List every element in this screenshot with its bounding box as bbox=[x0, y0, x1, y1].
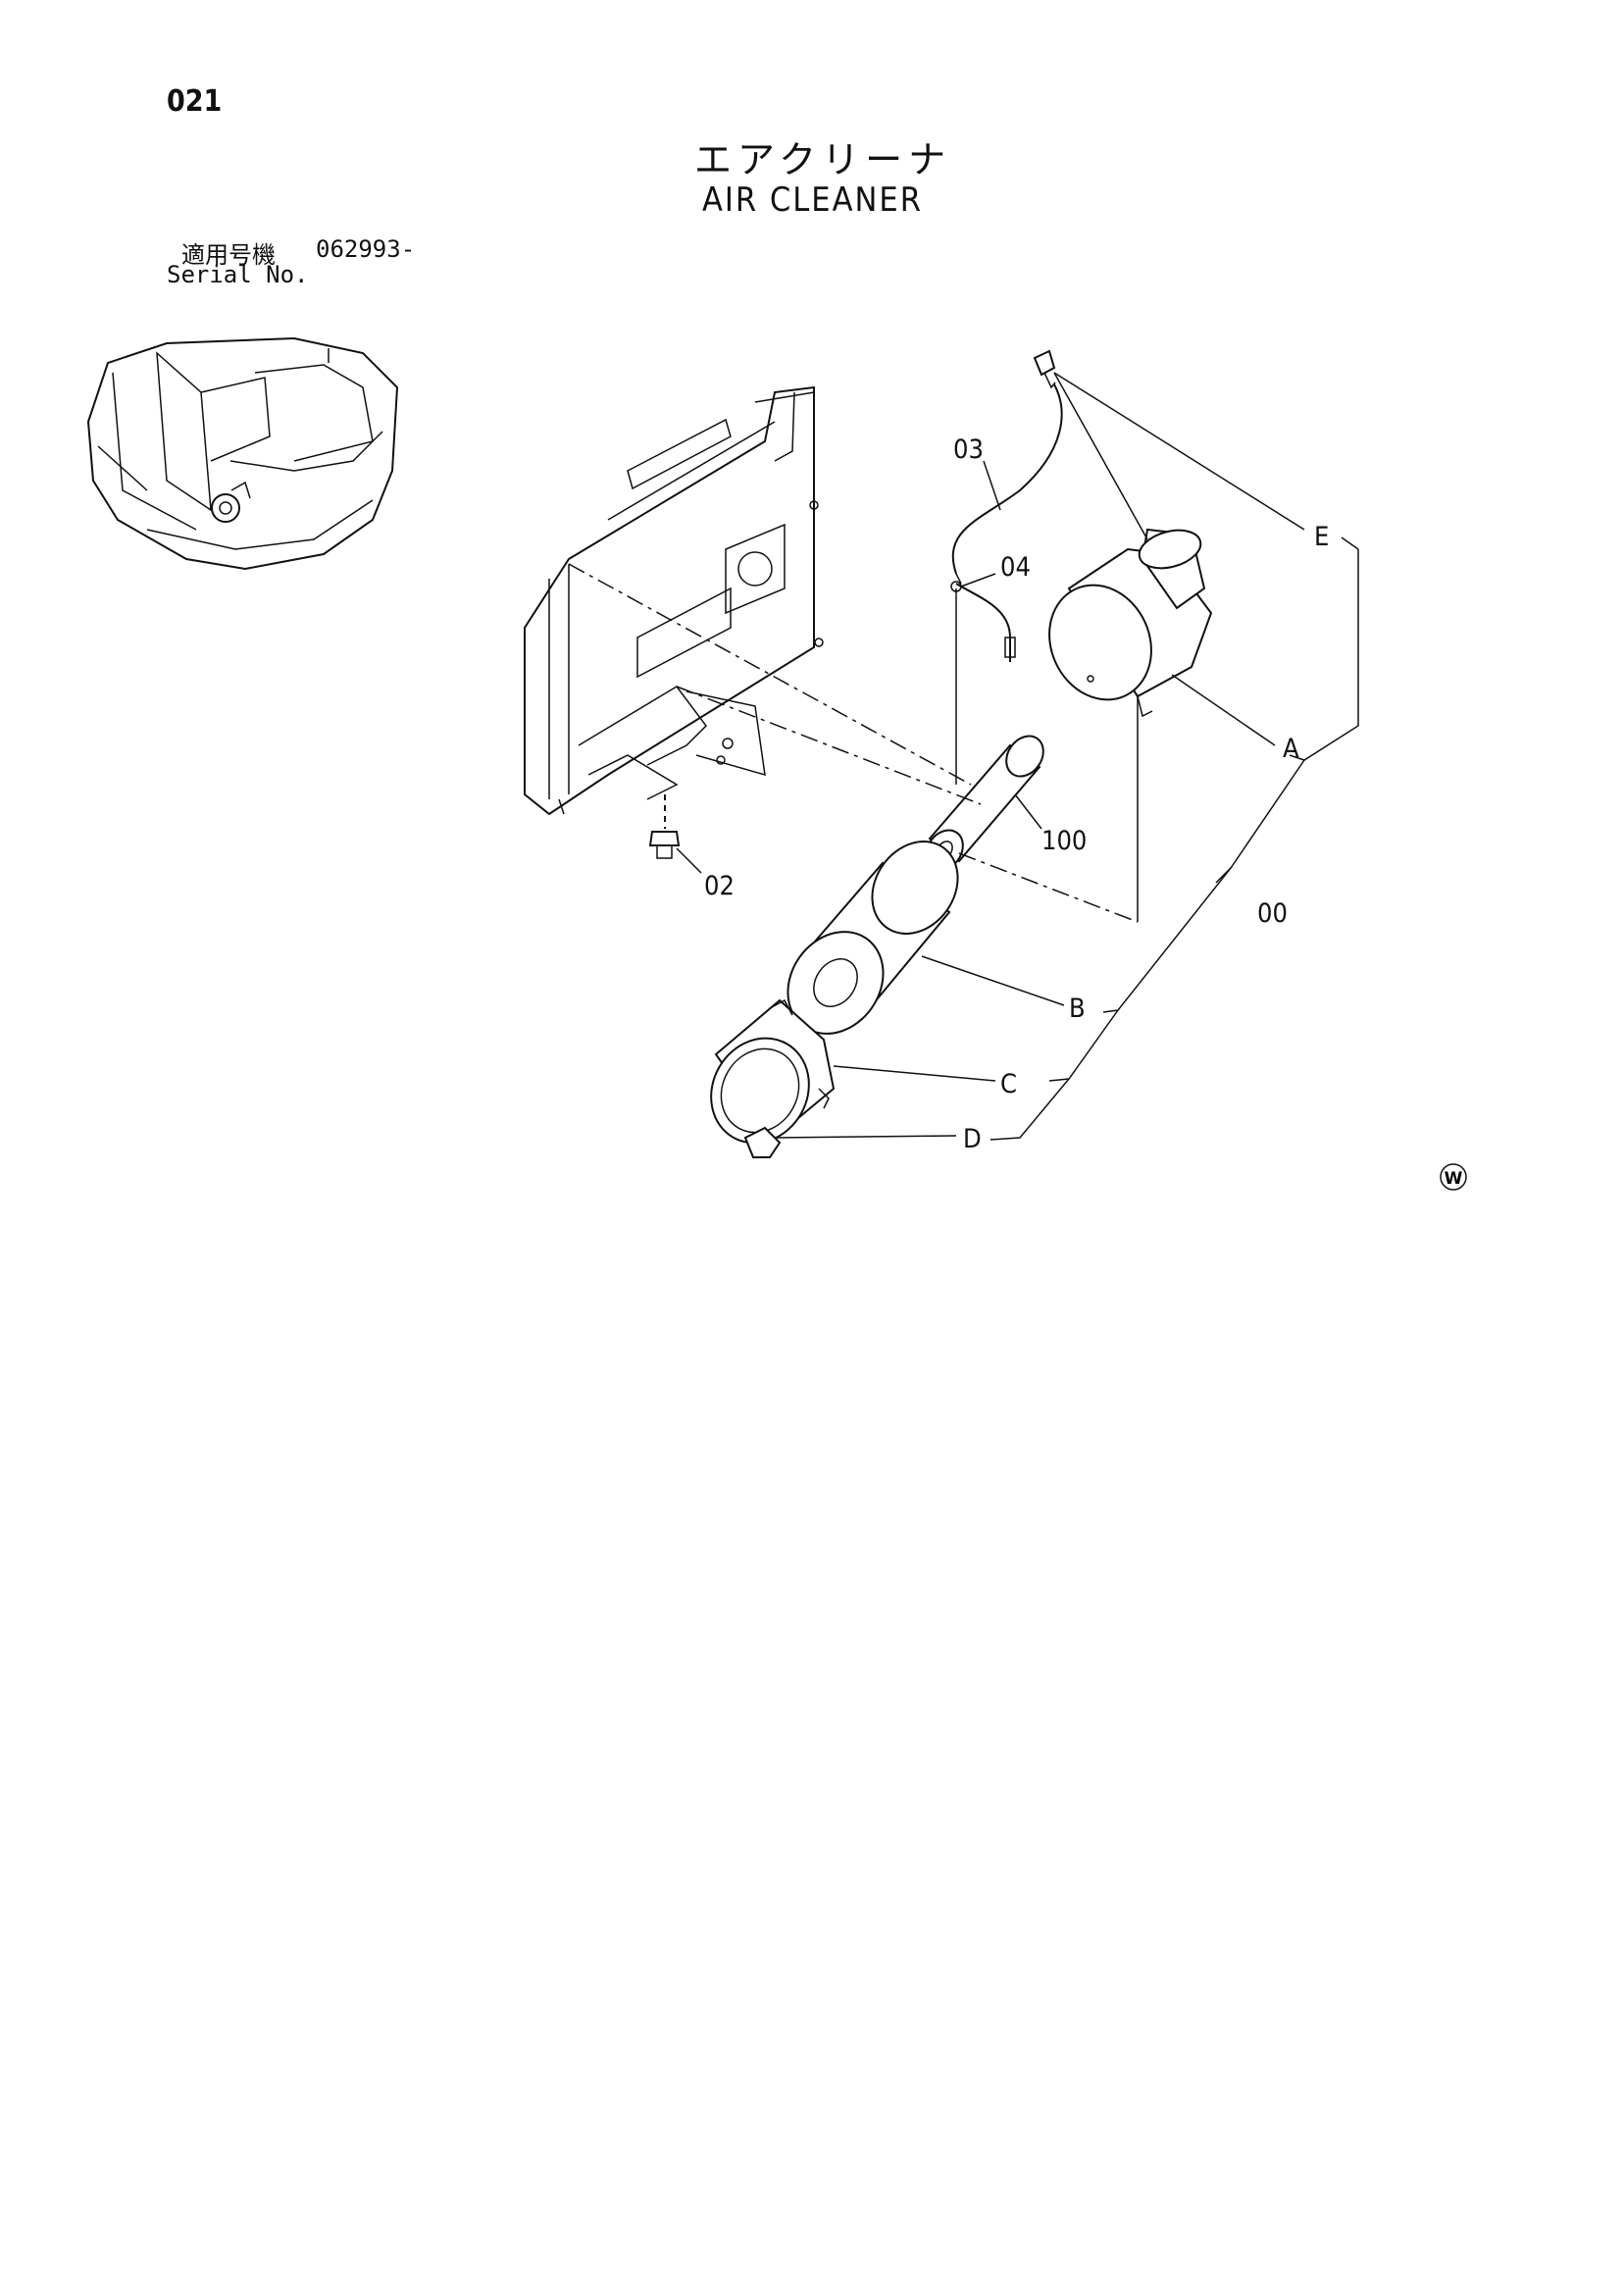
dust-indicator-part-03 bbox=[951, 349, 1063, 585]
mounting-bracket-panel bbox=[524, 385, 824, 816]
title-japanese: エアクリーナ bbox=[694, 138, 952, 181]
callout-00: 00 bbox=[1257, 898, 1288, 929]
serial-value: 062993- bbox=[316, 235, 416, 263]
serial-label-japanese: 適用号機 bbox=[181, 241, 276, 269]
callout-02: 02 bbox=[704, 871, 735, 901]
reference-lines bbox=[568, 563, 1139, 923]
cover-part-c bbox=[710, 998, 836, 1145]
excavator-locator-illustration bbox=[86, 336, 399, 571]
callout-labels: 02 03 04 100 00 A B C D E bbox=[704, 434, 1329, 1154]
serial-label-english: Serial No. bbox=[167, 261, 309, 288]
air-cleaner-housing bbox=[1048, 528, 1213, 718]
main-element-part-b bbox=[787, 841, 959, 1035]
mark-letter: W bbox=[1445, 1169, 1463, 1189]
callout-04: 04 bbox=[1000, 552, 1031, 583]
circled-w-mark: W bbox=[1440, 1163, 1467, 1191]
callout-b: B bbox=[1069, 994, 1086, 1024]
callout-c: C bbox=[1000, 1069, 1017, 1099]
evacuator-valve-part-d bbox=[743, 1126, 782, 1158]
bolt-part-02 bbox=[648, 794, 681, 859]
callout-a: A bbox=[1283, 734, 1299, 764]
page-number: 021 bbox=[167, 84, 223, 119]
leader-lines bbox=[676, 372, 1359, 1141]
callout-03: 03 bbox=[953, 434, 984, 465]
callout-e: E bbox=[1314, 522, 1329, 552]
safety-element-part-100 bbox=[925, 735, 1044, 872]
title-english: AIR CLEANER bbox=[702, 180, 923, 220]
callout-100: 100 bbox=[1041, 826, 1087, 856]
callout-d: D bbox=[963, 1124, 982, 1154]
hose-part-04 bbox=[950, 581, 1016, 662]
